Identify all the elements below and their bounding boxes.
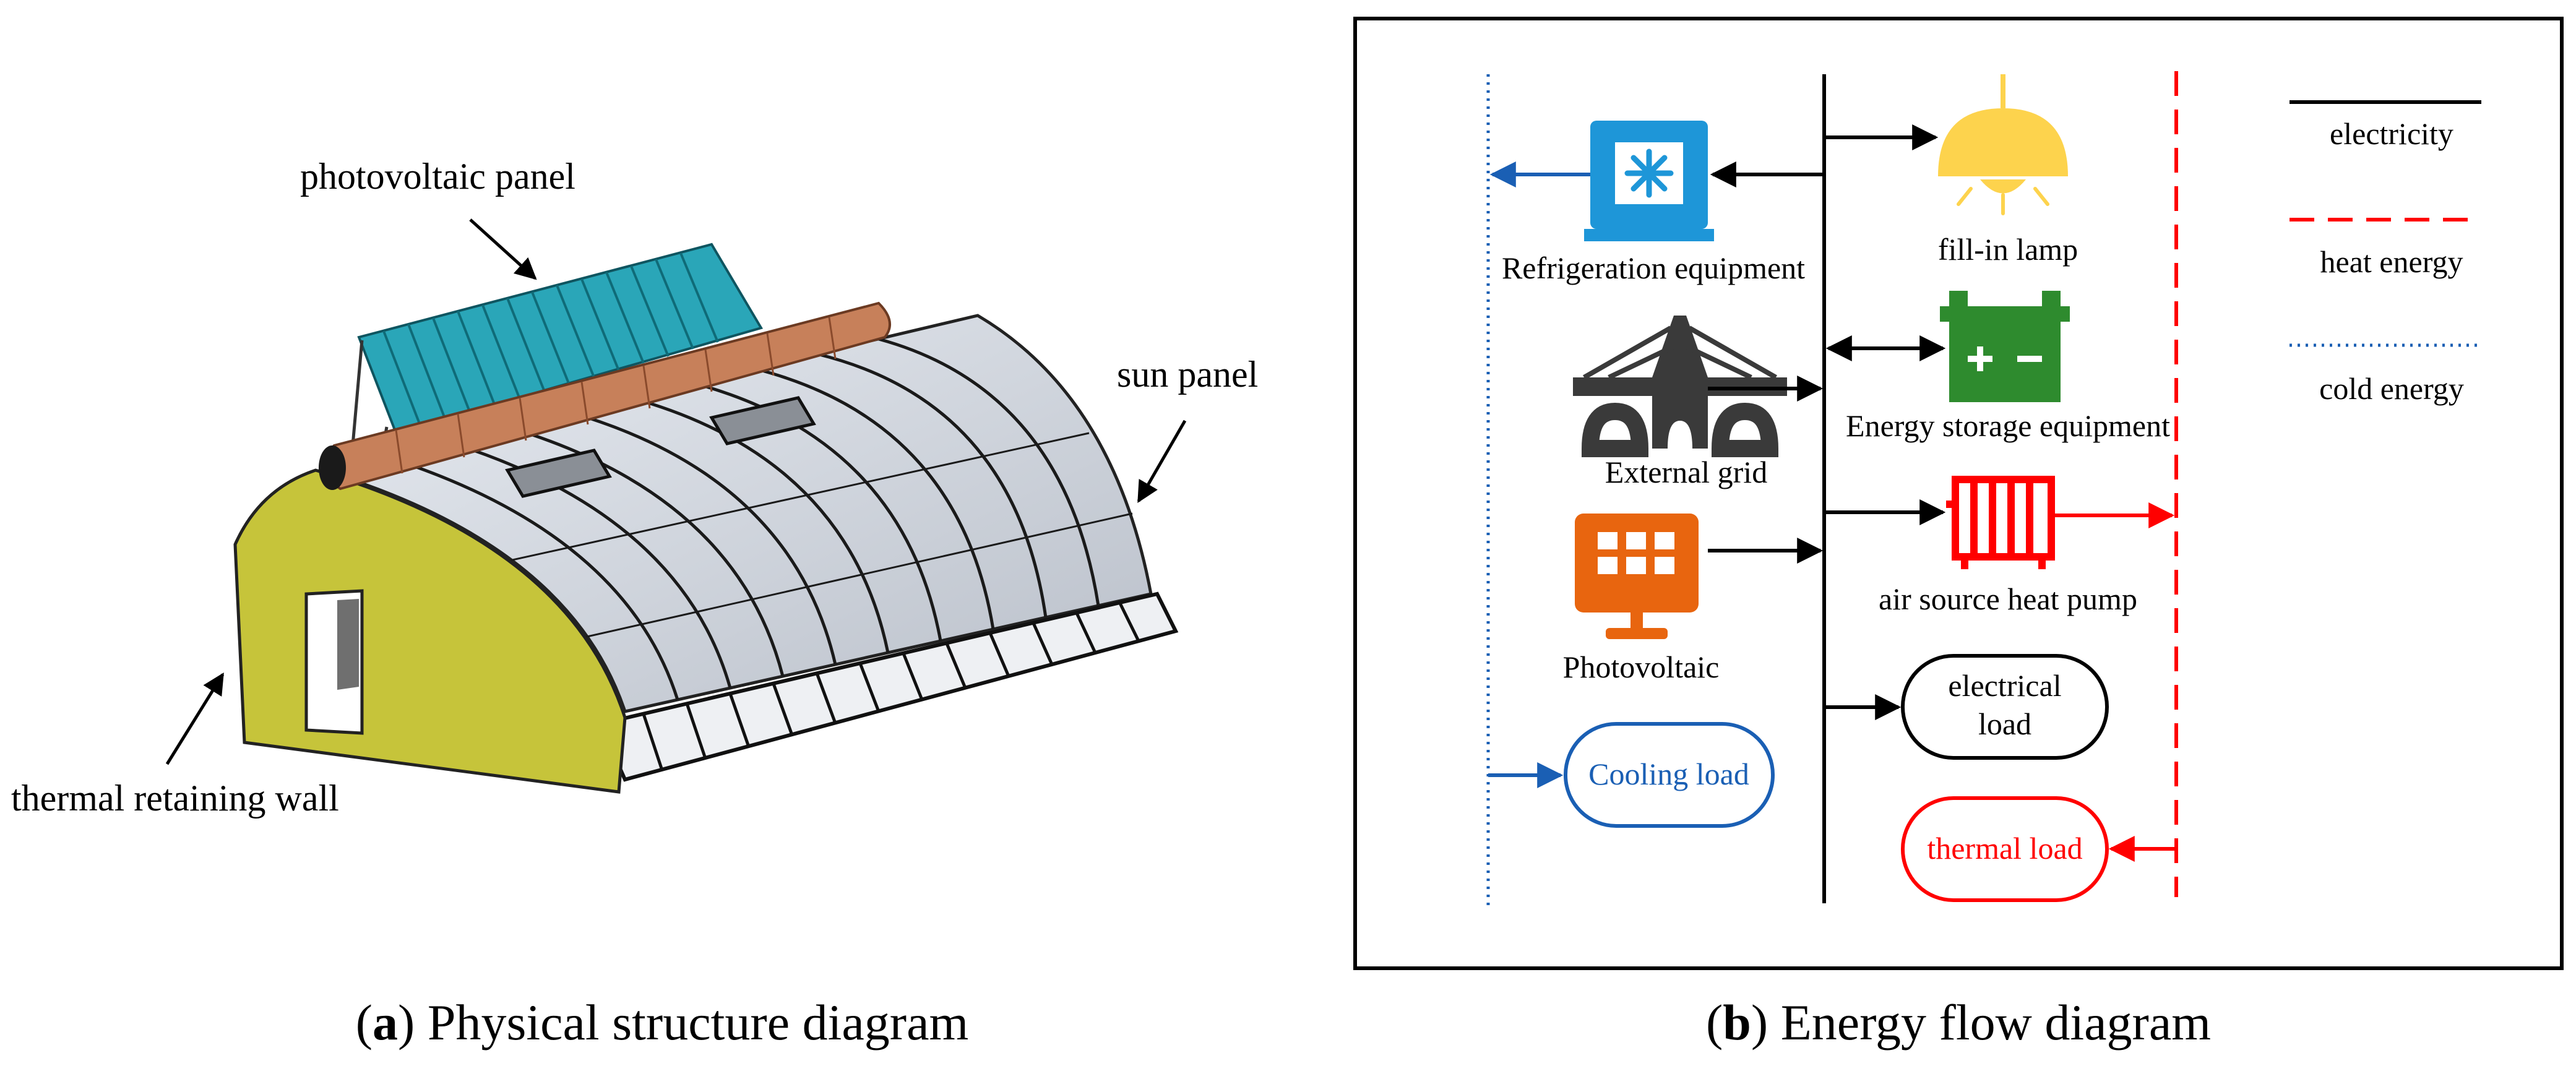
arrow-sun-panel xyxy=(1137,419,1187,504)
label-sun-panel: sun panel xyxy=(1117,354,1258,395)
blanket-roll-end xyxy=(319,445,346,490)
door-interior xyxy=(337,599,359,690)
label-thermal-load: thermal load xyxy=(1927,831,2082,866)
caption-a-letter: a xyxy=(373,994,398,1051)
label-refrigeration: Refrigeration equipment xyxy=(1502,251,1805,285)
refrigeration-icon xyxy=(1584,121,1714,241)
photovoltaic-icon xyxy=(1575,514,1699,639)
heat-pump-icon xyxy=(1946,476,2055,569)
caption-a: (a) Physical structure diagram xyxy=(356,994,969,1051)
caption-b-letter: b xyxy=(1723,994,1751,1051)
label-heat-pump: air source heat pump xyxy=(1879,582,2137,616)
panel-a-greenhouse: photovoltaic panel sun panel thermal ret… xyxy=(11,156,1258,1051)
caption-b-text: Energy flow diagram xyxy=(1768,994,2211,1051)
roll-seams xyxy=(395,317,837,474)
label-electrical-load-1: electrical xyxy=(1948,668,2061,703)
thermal-load-node xyxy=(1901,796,2109,902)
front-vent-slats xyxy=(642,602,1140,771)
legend: electricity heat energy cold energy xyxy=(2290,100,2481,406)
roof-ribs xyxy=(383,337,1133,700)
panel-b-energy-flow: Refrigeration equipment fill-in lamp xyxy=(1353,17,2564,1051)
fill-lamp-icon xyxy=(1938,74,2068,215)
caption-a-text: Physical structure diagram xyxy=(415,994,968,1051)
roof-vents xyxy=(505,396,816,498)
label-electrical-load-2: load xyxy=(1978,707,2031,741)
caption-b: (b) Energy flow diagram xyxy=(1706,994,2211,1051)
arrow-photovoltaic-panel xyxy=(469,218,537,280)
external-grid-icon xyxy=(1573,316,1787,457)
legend-heat-label: heat energy xyxy=(2320,244,2463,279)
label-thermal-wall: thermal retaining wall xyxy=(11,778,339,819)
arrow-thermal-wall xyxy=(165,673,225,765)
label-fill-lamp: fill-in lamp xyxy=(1938,232,2078,267)
energy-storage-icon xyxy=(1940,291,2070,402)
label-external-grid: External grid xyxy=(1605,455,1767,489)
pv-panel-stripes xyxy=(382,252,719,428)
legend-electricity-label: electricity xyxy=(2330,116,2453,151)
label-photovoltaic-panel: photovoltaic panel xyxy=(300,156,575,197)
legend-cold-label: cold energy xyxy=(2319,371,2464,406)
label-cooling-load: Cooling load xyxy=(1588,757,1749,791)
cooling-load-node xyxy=(1564,722,1775,828)
label-photovoltaic: Photovoltaic xyxy=(1563,650,1720,684)
electrical-load-node xyxy=(1901,654,2109,760)
label-energy-storage: Energy storage equipment xyxy=(1846,408,2170,443)
